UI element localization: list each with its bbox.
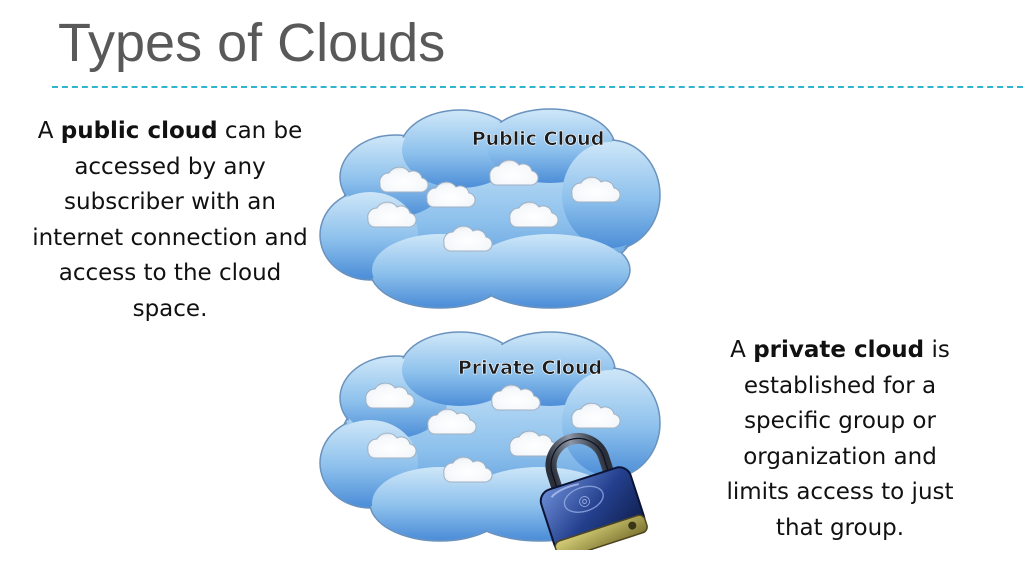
private-cloud-term: private cloud — [753, 337, 925, 363]
mini-clouds — [365, 382, 621, 483]
public-cloud-label: Public Cloud — [472, 128, 605, 150]
public-cloud-term: public cloud — [60, 118, 218, 144]
public-cloud-description: A public cloud can be accessed by any su… — [30, 114, 310, 327]
private-cloud-graphic: Private Cloud ◎ — [319, 331, 661, 560]
private-cloud-label: Private Cloud — [458, 357, 602, 379]
mini-clouds — [367, 159, 621, 252]
public-prefix: A — [37, 118, 61, 144]
private-description-text: is established for a specific group or o… — [726, 337, 954, 541]
svg-text:◎: ◎ — [576, 492, 593, 511]
private-cloud-description: A private cloud is established for a spe… — [712, 333, 968, 546]
padlock-icon: ◎ — [539, 432, 648, 560]
public-description-text: can be accessed by any subscriber with a… — [32, 118, 308, 322]
title-divider — [52, 86, 1023, 88]
private-prefix: A — [730, 337, 754, 363]
private-cloud-icon: Private Cloud ◎ — [310, 328, 670, 560]
public-cloud-graphic: Public Cloud — [319, 108, 661, 309]
public-cloud-icon: Public Cloud — [310, 105, 670, 315]
slide-title: Types of Clouds — [58, 13, 446, 73]
